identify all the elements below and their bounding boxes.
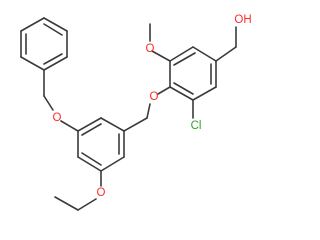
molecule-drawing: OH O Cl O O	[20, 14, 252, 211]
ring-b-bond-5	[100, 156, 125, 172]
ring-c-double-2	[43, 23, 63, 36]
benzyloxy-o-bond	[60, 120, 79, 132]
ring-c	[20, 17, 68, 97]
benzyl-ch2-bond	[123, 117, 148, 132]
ring-a-bond-1	[192, 46, 217, 62]
ring-b-double-1	[81, 123, 102, 136]
ethoxy-oxygen-label: O	[97, 187, 106, 199]
ring-b	[77, 117, 125, 172]
ring-a-double-1	[173, 52, 196, 66]
ether-o-bond-b	[146, 103, 151, 119]
ring-b-bond-4	[77, 156, 102, 172]
ring-a-bond-4	[169, 86, 194, 101]
ring-c-double-3	[43, 53, 63, 65]
structure-diagram: OH O Cl O O	[20, 14, 252, 211]
ring-a	[169, 46, 217, 101]
methoxy-o-bond	[151, 50, 171, 62]
ether-o-bond-a	[157, 86, 171, 95]
ethyl-bond-1	[77, 198, 97, 211]
ch2-bond	[215, 46, 237, 62]
ethyl-bond-2	[54, 196, 79, 211]
ring-a-bond-2	[169, 46, 194, 62]
ring-a-bond-5	[192, 86, 217, 101]
ring-ether-oxygen-label: O	[150, 91, 159, 103]
ring-b-double-2	[81, 152, 102, 166]
ring-c-bond-5	[43, 17, 68, 32]
ring-c-bond-7	[43, 56, 68, 71]
ring-c-bond-2	[20, 56, 45, 71]
hydroxyl-label: OH	[234, 14, 251, 26]
benzyloxy-oxygen-label: O	[53, 112, 62, 124]
chlorine-label: Cl	[191, 120, 202, 132]
ring-b-bond-1	[100, 117, 125, 132]
benzyloxy-ch2-bond	[43, 95, 54, 111]
ring-c-bond-4	[20, 17, 45, 32]
methoxy-oxygen-label: O	[146, 43, 155, 55]
ring-a-double-2	[173, 82, 194, 95]
ring-b-bond-2	[77, 117, 102, 132]
